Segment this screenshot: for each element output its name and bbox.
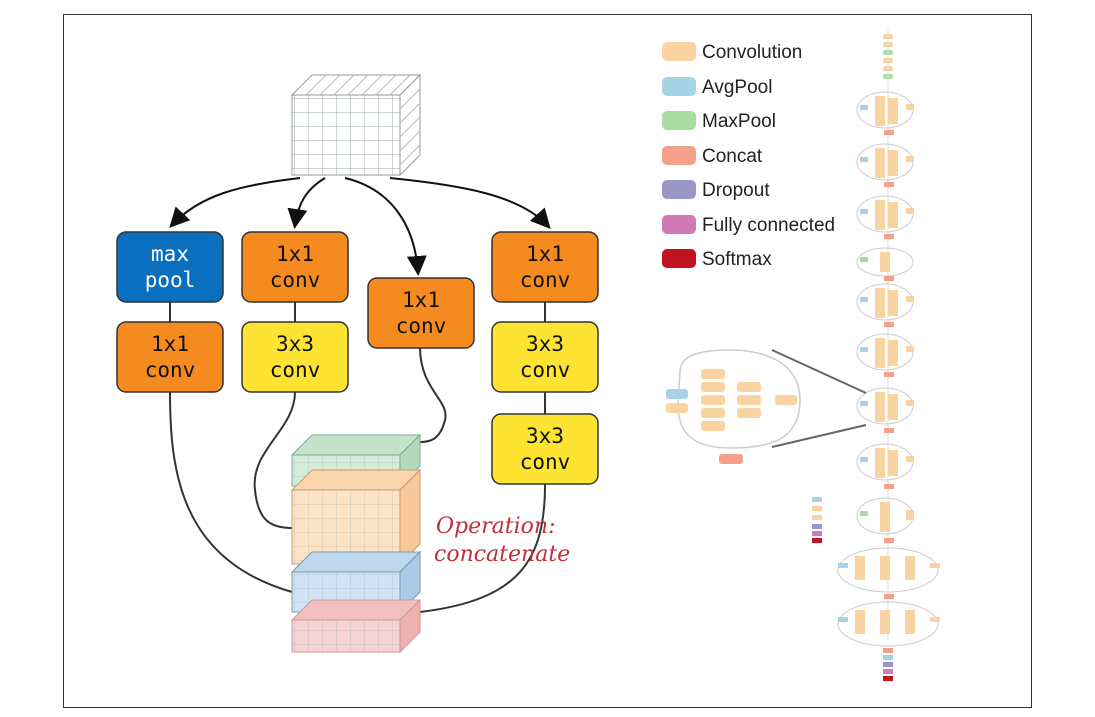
legend-swatch bbox=[662, 42, 696, 61]
legend-label: Concat bbox=[702, 146, 763, 167]
box-label: conv bbox=[520, 450, 571, 474]
box-label: conv bbox=[145, 358, 196, 382]
box-label: 3x3 bbox=[276, 332, 314, 356]
legend-label: Dropout bbox=[702, 180, 770, 201]
aux-classifier bbox=[812, 497, 822, 543]
legend-label: Convolution bbox=[702, 42, 802, 63]
legend-label: Softmax bbox=[702, 249, 772, 270]
branch4-conv3x3-a-box: 3x3 conv bbox=[491, 321, 599, 393]
network-module-blocks bbox=[838, 96, 940, 634]
box-label: 3x3 bbox=[526, 332, 564, 356]
branch3-conv1x1-box: 1x1 conv bbox=[367, 277, 475, 349]
maxpool-box: max pool bbox=[116, 231, 224, 303]
branch-connectors bbox=[169, 302, 546, 613]
legend-label: Fully connected bbox=[702, 215, 835, 236]
box-label: conv bbox=[520, 268, 571, 292]
box-label: 1x1 bbox=[151, 332, 189, 356]
box-label: conv bbox=[396, 314, 447, 338]
legend-swatch bbox=[662, 249, 696, 268]
annotation-line-2: concatenate bbox=[434, 542, 570, 567]
box-label: conv bbox=[520, 358, 571, 382]
box-label: conv bbox=[270, 268, 321, 292]
magnified-module bbox=[666, 349, 801, 464]
concat-stack bbox=[290, 433, 422, 654]
network-overview bbox=[666, 30, 940, 681]
branch4-conv1x1-box: 1x1 conv bbox=[491, 231, 599, 303]
branch2-conv1x1-box: 1x1 conv bbox=[241, 231, 349, 303]
legend-swatch bbox=[662, 77, 696, 96]
box-label: conv bbox=[270, 358, 321, 382]
legend-swatch bbox=[662, 215, 696, 234]
maxpool-label-1: max bbox=[151, 242, 189, 266]
final-head bbox=[883, 648, 893, 681]
input-arrows bbox=[169, 177, 551, 276]
branch4-conv3x3-b-box: 3x3 conv bbox=[491, 413, 599, 485]
annotation-line-1: Operation: bbox=[436, 514, 555, 539]
box-label: 1x1 bbox=[276, 242, 314, 266]
box-label: 3x3 bbox=[526, 424, 564, 448]
maxpool-conv1x1-box: 1x1 conv bbox=[116, 321, 224, 393]
figure-frame bbox=[63, 14, 1032, 708]
legend-swatch bbox=[662, 146, 696, 165]
legend-label: MaxPool bbox=[702, 111, 776, 132]
input-cube bbox=[290, 73, 422, 177]
maxpool-label-2: pool bbox=[145, 268, 196, 292]
box-label: 1x1 bbox=[526, 242, 564, 266]
legend: Convolution AvgPool MaxPool Concat Dropo… bbox=[662, 42, 835, 270]
legend-swatch bbox=[662, 111, 696, 130]
legend-swatch bbox=[662, 180, 696, 199]
box-label: 1x1 bbox=[402, 288, 440, 312]
branch2-conv3x3-box: 3x3 conv bbox=[241, 321, 349, 393]
legend-label: AvgPool bbox=[702, 77, 772, 98]
